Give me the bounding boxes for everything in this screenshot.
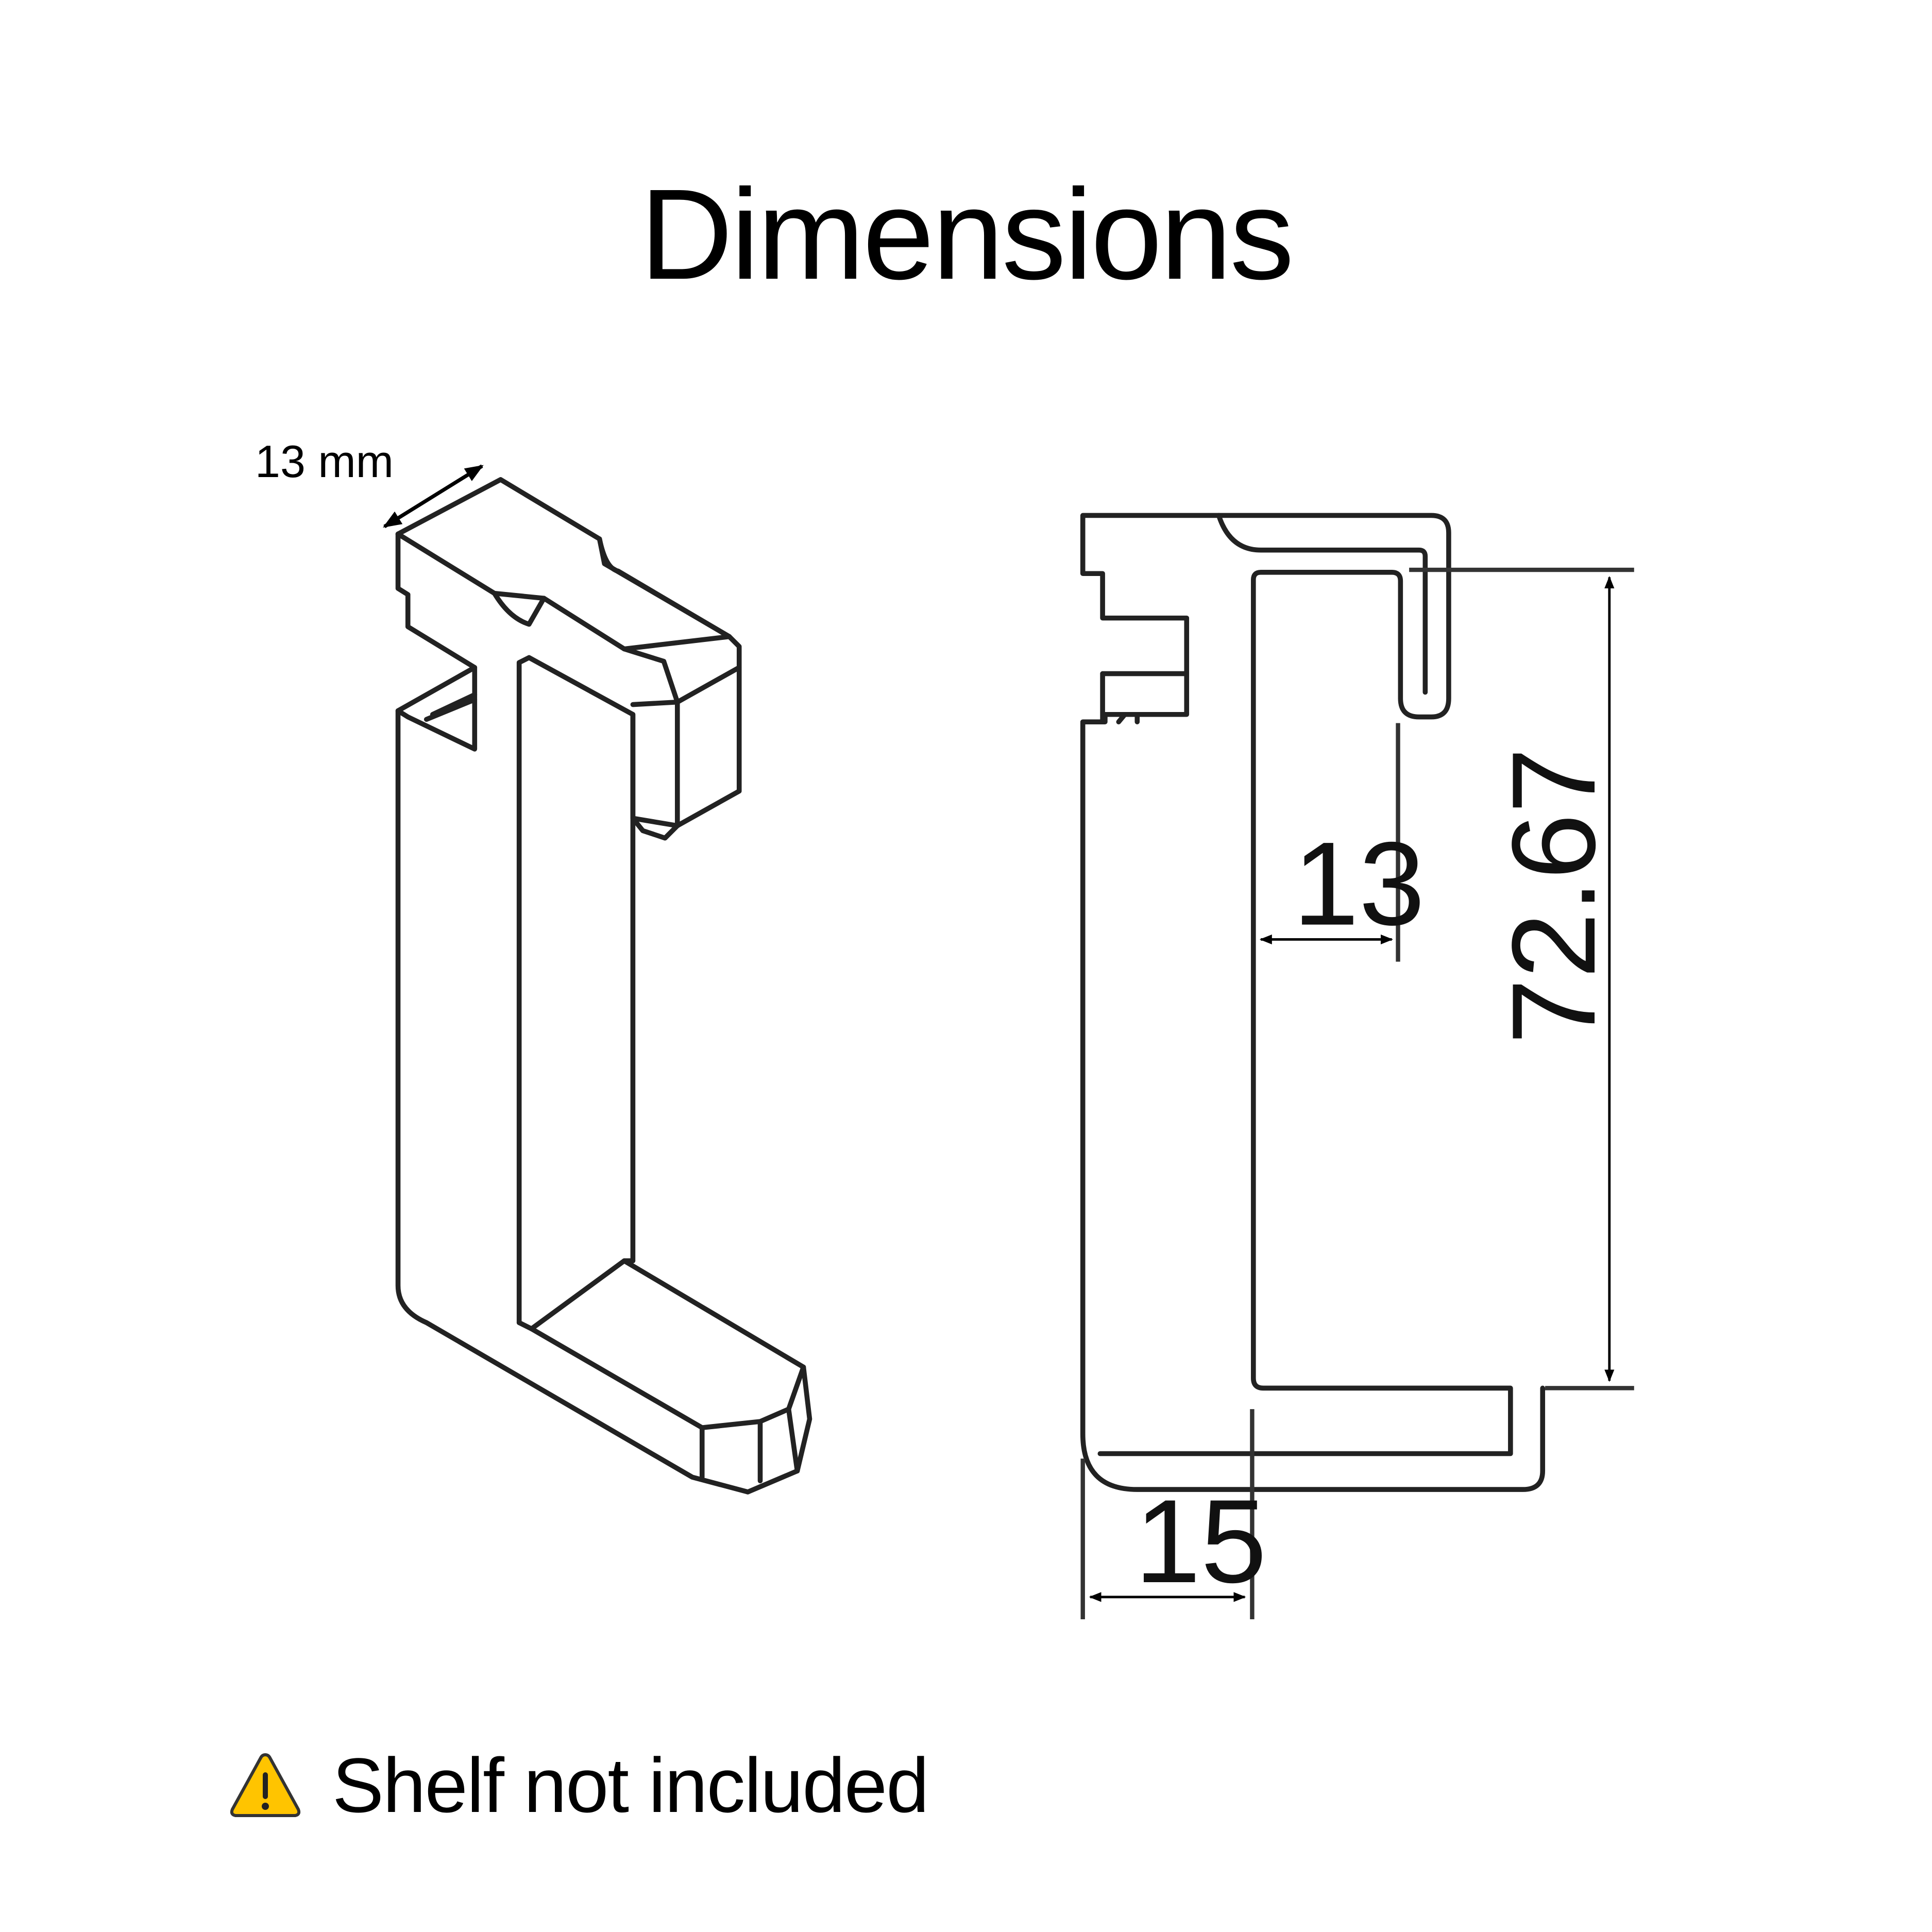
warning-icon [230, 1753, 301, 1817]
inner-width-dimension-label: 13 [1293, 817, 1425, 950]
notice: Shelf not included [229, 1742, 929, 1828]
depth-dimension-label: 13 mm [255, 436, 394, 487]
bottom-width-dimension-label: 15 [1134, 1475, 1266, 1607]
side-profile-view: 72.67 13 15 [1080, 513, 1634, 1619]
depth-arrow-icon [383, 464, 484, 529]
page-title: Dimensions [639, 162, 1294, 306]
isometric-bracket-view [383, 464, 812, 1495]
notice-text: Shelf not included [332, 1742, 929, 1828]
height-dimension-label: 72.67 [1487, 748, 1620, 1044]
